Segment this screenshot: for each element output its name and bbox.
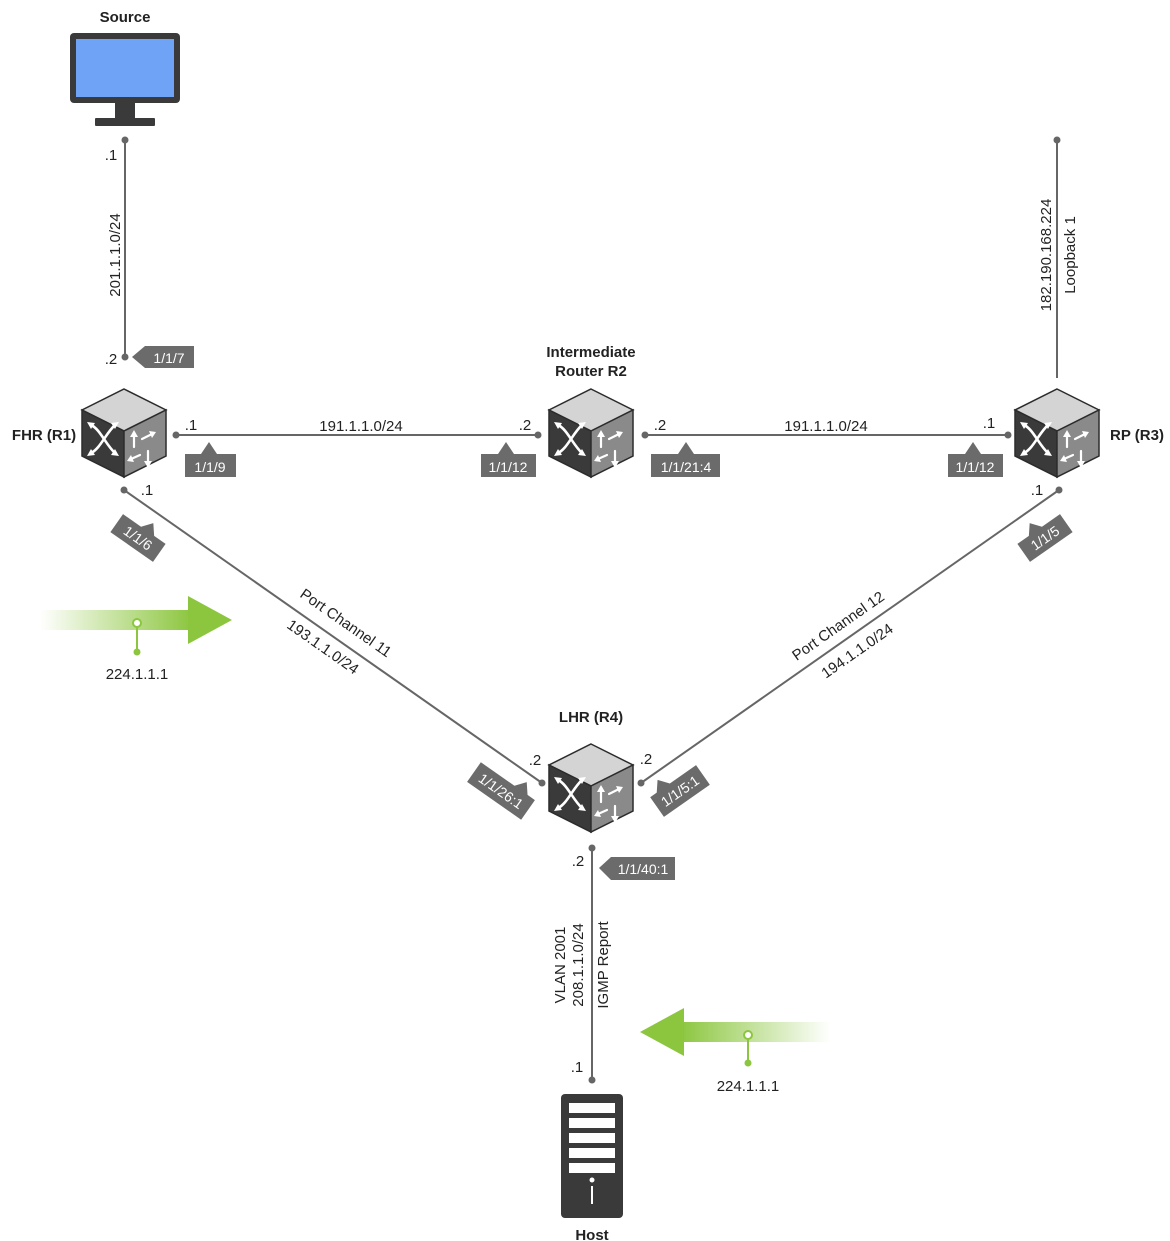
- fhr-r2-r2-ip: .2: [519, 417, 532, 434]
- rp-loopback-name: Loopback 1: [1062, 216, 1079, 294]
- link-fhr-lhr: [123, 489, 543, 784]
- port-tag-fhr-1-1-7: 1/1/7: [132, 346, 194, 368]
- multicast-out-group: 224.1.1.1: [717, 1078, 780, 1095]
- host-server-icon: [561, 1094, 623, 1218]
- port-tag-fhr-1-1-9: 1/1/9: [185, 442, 236, 477]
- svg-text:1/1/12: 1/1/12: [489, 459, 528, 475]
- svg-text:1/1/40:1: 1/1/40:1: [618, 861, 669, 877]
- link-rp-lhr: [640, 489, 1060, 784]
- multicast-in-group: 224.1.1.1: [106, 666, 169, 683]
- multicast-in-arrow-icon: [40, 596, 232, 656]
- r2-router-icon: [547, 387, 635, 479]
- fhr-r2-subnet: 191.1.1.0/24: [319, 418, 402, 435]
- rp-lhr-lhr-ip: .2: [640, 751, 653, 768]
- lhr-host-subnet: 208.1.1.0/24: [570, 923, 587, 1006]
- r2-rp-rp-ip: .1: [983, 415, 996, 432]
- rp-label: RP (R3): [1110, 427, 1164, 444]
- lhr-host-igmp-report: IGMP Report: [595, 921, 612, 1009]
- source-monitor-icon: [70, 33, 180, 126]
- source-ip: .1: [105, 147, 118, 164]
- port-tag-rp-1-1-12: 1/1/12: [948, 442, 1003, 477]
- port-tag-fhr-1-1-6: 1/1/6: [110, 514, 166, 562]
- multicast-out-arrow-icon: [640, 1008, 830, 1067]
- lhr-label: LHR (R4): [559, 709, 623, 726]
- svg-text:1/1/9: 1/1/9: [194, 459, 225, 475]
- host-label: Host: [575, 1227, 608, 1241]
- rp-loopback-subnet: 182.190.168.224: [1038, 199, 1055, 312]
- r2-rp-r2-ip: .2: [654, 417, 667, 434]
- rp-lhr-rp-ip: .1: [1031, 482, 1044, 499]
- host-ip: .1: [571, 1059, 584, 1076]
- r2-rp-subnet: 191.1.1.0/24: [784, 418, 867, 435]
- fhr-lhr-fhr-ip: .1: [141, 482, 154, 499]
- source-fhr-subnet: 201.1.1.0/24: [107, 213, 124, 296]
- svg-text:1/1/21:4: 1/1/21:4: [661, 459, 712, 475]
- rp-router-icon: [1013, 387, 1101, 479]
- svg-text:1/1/12: 1/1/12: [956, 459, 995, 475]
- svg-text:1/1/7: 1/1/7: [153, 350, 184, 366]
- fhr-lhr-lhr-ip: .2: [529, 752, 542, 769]
- r2-label-line1: Intermediate: [546, 344, 635, 361]
- r2-label-line2: Router R2: [555, 363, 627, 380]
- port-tag-r2-1-1-12: 1/1/12: [481, 442, 536, 477]
- port-tag-rp-1-1-5: 1/1/5: [1017, 514, 1073, 562]
- lhr-router-icon: [547, 742, 635, 834]
- lhr-host-vlan: VLAN 2001: [552, 927, 569, 1004]
- fhr-r2-fhr-ip: .1: [185, 417, 198, 434]
- port-tag-lhr-1-1-40-1: 1/1/40:1: [599, 857, 675, 880]
- port-tag-r2-1-1-21-4: 1/1/21:4: [651, 442, 720, 477]
- link-endpoints: [120, 136, 1063, 1084]
- lhr-host-lhr-ip: .2: [572, 853, 585, 870]
- fhr-upstream-ip: .2: [105, 351, 118, 368]
- port-tag-lhr-1-1-5-1: 1/1/5:1: [650, 765, 710, 817]
- rp-lhr-name: Port Channel 12: [789, 588, 888, 664]
- source-label: Source: [100, 9, 151, 26]
- fhr-label: FHR (R1): [12, 427, 76, 444]
- fhr-router-icon: [80, 387, 168, 479]
